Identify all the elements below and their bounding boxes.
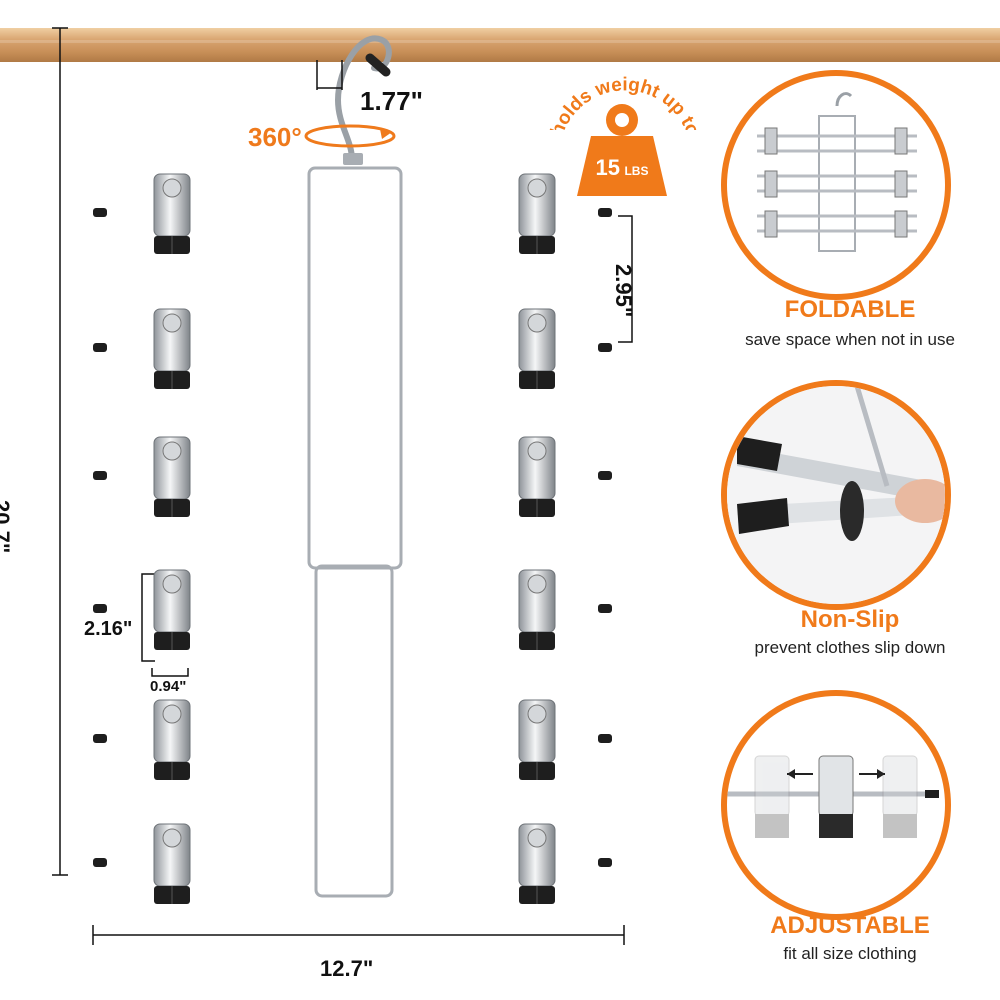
rotation-label: 360°	[248, 122, 302, 152]
feature-sub-non-slip: prevent clothes slip down	[754, 638, 946, 657]
feature-sub-foldable: save space when not in use	[745, 330, 955, 349]
hanger-bar	[93, 823, 612, 904]
clip	[518, 173, 556, 254]
hanger-hook-icon	[334, 35, 392, 165]
feature-title-foldable: FOLDABLE	[784, 296, 916, 323]
clip	[518, 823, 556, 904]
weight-icon	[575, 100, 669, 196]
foldable-circle	[721, 70, 951, 300]
clip-width-label: 0.94"	[150, 678, 187, 695]
clip	[153, 823, 191, 904]
clip	[153, 436, 191, 517]
clip	[518, 308, 556, 389]
clip	[518, 569, 556, 650]
hanger-bar	[93, 173, 612, 254]
weight-unit: LBS	[624, 164, 649, 178]
bar-spacing-label: 2.95"	[611, 264, 636, 318]
clip	[518, 436, 556, 517]
wooden-rod	[0, 28, 1000, 62]
hanger-bar	[93, 699, 612, 780]
rod-grain	[0, 40, 1000, 43]
feature-title-non-slip: Non-Slip	[800, 606, 900, 633]
clip	[153, 308, 191, 389]
feature-sub-adjustable: fit all size clothing	[783, 944, 917, 963]
clip	[153, 569, 191, 650]
clip-height-label: 2.16"	[84, 618, 133, 640]
hanger-illustration	[52, 27, 633, 945]
adjustable-circle	[721, 690, 951, 920]
feature-title-adjustable: ADJUSTABLE	[770, 912, 930, 939]
hanger-bar	[93, 436, 612, 517]
rotate-arrow-icon	[304, 124, 396, 148]
hanger-bar	[93, 569, 612, 650]
clip	[153, 173, 191, 254]
clip	[153, 699, 191, 780]
left-right-arrow-icon	[787, 769, 885, 779]
weight-number: 15	[595, 155, 621, 180]
weight-value: 15 LBS	[580, 155, 664, 181]
non-slip-circle	[721, 380, 951, 610]
clip	[518, 699, 556, 780]
hanger-bar	[93, 308, 612, 389]
total-height-label: 20.7"	[0, 500, 14, 554]
hook-width-label: 1.77"	[360, 86, 423, 116]
total-width-label: 12.7"	[320, 956, 374, 981]
